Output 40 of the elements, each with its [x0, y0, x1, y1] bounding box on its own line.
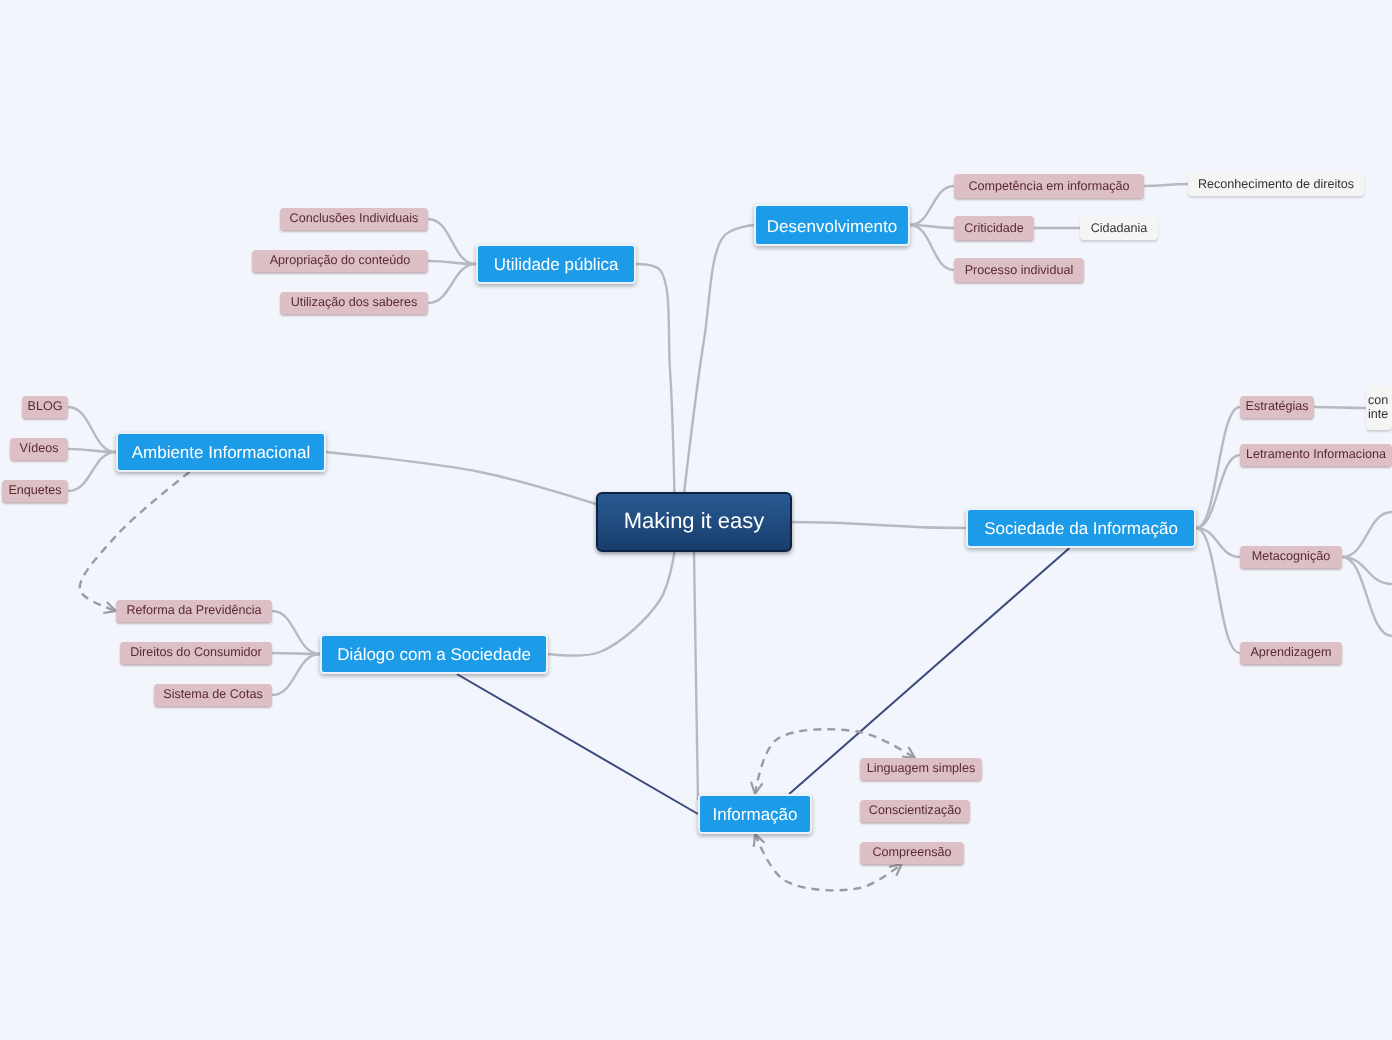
central-topic-box: Making it easy [596, 492, 792, 552]
topic-box: Ambiente Informacional [116, 432, 326, 472]
connector-line [427, 262, 477, 305]
topic-box: Informação [698, 794, 812, 834]
connector-line [683, 223, 755, 493]
connector-line [325, 450, 597, 506]
dashed-arrow [750, 728, 916, 796]
connector-line [272, 651, 320, 656]
connector-line [427, 217, 477, 266]
connector-line [1341, 555, 1392, 638]
connector-line [271, 609, 321, 656]
topic-box: Diálogo com a Sociedade [320, 634, 548, 674]
connector-line [455, 673, 699, 815]
connector-line [909, 223, 955, 272]
connector-line [1034, 226, 1080, 230]
connector-line [67, 405, 117, 454]
connector-line [910, 223, 954, 230]
connector-line [1195, 526, 1241, 559]
connector-line [1341, 555, 1392, 586]
connector-line [67, 450, 117, 493]
dashed-arrow [752, 832, 903, 892]
connector-line [1195, 453, 1241, 530]
connector-line [788, 547, 1071, 795]
connector-line [68, 447, 116, 454]
connector-line [1195, 526, 1241, 655]
connector-line [547, 551, 676, 657]
topic-box: Desenvolvimento [754, 204, 910, 246]
connector-line [792, 520, 966, 530]
connector-line [636, 262, 676, 493]
connector-line [271, 652, 321, 697]
connector-line [428, 259, 476, 266]
connector-line [909, 184, 955, 227]
connector-line [1144, 182, 1188, 188]
connector-line [1341, 510, 1392, 559]
connector-line [1314, 405, 1366, 410]
connector-line [1195, 405, 1241, 530]
topic-box: Utilidade pública [476, 244, 636, 284]
connector-line [692, 551, 700, 801]
topic-box: Sociedade da Informação [966, 508, 1196, 548]
dashed-arrow [78, 471, 191, 614]
